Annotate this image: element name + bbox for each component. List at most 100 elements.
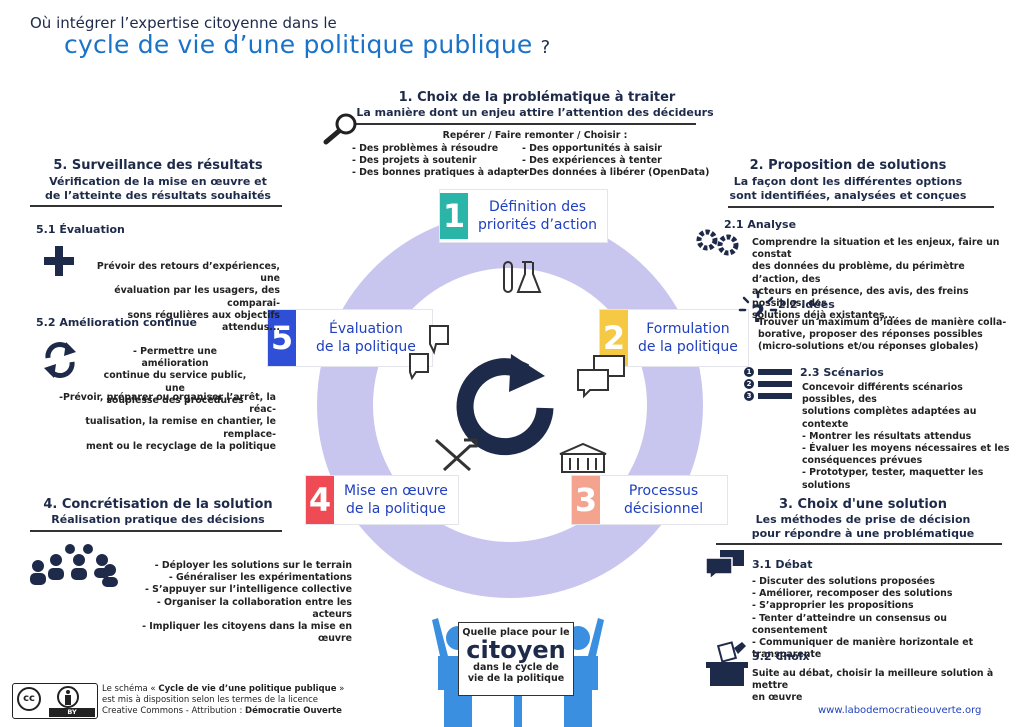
s2-1-line: des données du problème, du périmètre d’… (752, 261, 965, 285)
license-l2: est mis à disposition selon les termes d… (102, 695, 319, 705)
s2-1-line: solutions déjà existantes... (752, 310, 896, 322)
s2-3-line: conséquences prévues (802, 455, 923, 467)
s1-item: - Des expériences à tenter (522, 155, 662, 167)
step-1-label-line1: Définition des (488, 199, 587, 215)
step-5-label-line2: de la politique (316, 339, 416, 355)
s1-subtitle: La manière dont un enjeu attire l’attent… (356, 106, 714, 119)
s5-subtitle: Vérification de la mise en œuvre et de l… (40, 175, 276, 203)
s2-3-title: 2.3 Scénarios (800, 366, 884, 379)
s1-item: - Des problèmes à résoudre (352, 143, 499, 154)
step-3-label-line1: Processus (628, 483, 699, 499)
s5-divider (30, 205, 282, 207)
s5-2-line: continue du service public, une (103, 370, 247, 394)
s2-1-line: acteurs en présence, des avis, des frein… (752, 285, 969, 310)
svg-text:?: ? (751, 300, 765, 326)
s4-line: - Organiser la collaboration entre les a… (156, 596, 352, 620)
lab-flask-icon (503, 261, 542, 293)
step-3-number: 3 (572, 476, 600, 524)
list-num-2: 2 (744, 379, 754, 389)
step-2-box: 2 Formulation de la politique (600, 310, 748, 366)
website-link[interactable]: www.labodemocratieouverte.org (818, 705, 982, 716)
step-1-number: 1 (440, 193, 468, 239)
s2-3-line: - Montrer les résultats attendus (802, 430, 972, 442)
s3-1-line: - Améliorer, recomposer des solutions (752, 588, 953, 600)
s5-1-line: Prévoir des retours d’expériences, une (96, 261, 280, 285)
s3-1-line: - Tenter d’atteindre un consensus ou con… (752, 612, 947, 636)
idea-icon: ? (738, 290, 778, 326)
citizen-line1: dans le cycle de (473, 662, 559, 673)
citizen-line2: vie de la politique (467, 673, 565, 684)
cycle-arrow-icon (456, 354, 554, 456)
s1-item: - Des projets à soutenir (352, 155, 477, 167)
s1-title: 1. Choix de la problématique à traiter (398, 90, 676, 105)
s3-1-line: - Communiquer de manière horizontale et … (752, 637, 974, 661)
building-icon (559, 442, 607, 473)
step-2-label-line2: de la politique (638, 339, 738, 355)
s2-3-line: solutions complètes adaptées au contexte (802, 406, 977, 430)
s1-list-left: - Des problèmes à résoudre - Des projets… (352, 143, 532, 180)
license-text: Le schéma « Cycle de vie d’une politique… (102, 684, 372, 717)
s2-divider (728, 206, 994, 208)
s4-line: - Généraliser les expérimentations (168, 572, 352, 584)
s3-1-line: - Discuter des solutions proposées (752, 576, 935, 587)
s3-1-text: - Discuter des solutions proposées - Amé… (752, 576, 1014, 661)
s5-2-title: 5.2 Amélioration continue (36, 316, 198, 329)
step-1-label: Définition des priorités d’action (468, 198, 607, 234)
s2-2-text: Trouver un maximum d’idées de manière co… (758, 317, 1014, 354)
step-4-label-line1: Mise en œuvre (344, 483, 448, 499)
citizen-sign: Quelle place pour le citoyen dans le cyc… (458, 622, 574, 696)
s2-3-line: - Évaluer les moyens nécessaires et les (802, 443, 1010, 455)
title-line-1: Où intégrer l’expertise citoyenne dans l… (30, 14, 337, 32)
s2-subtitle-line2: sont identifiées, analysées et conçues (729, 189, 967, 202)
s2-2-line: Trouver un maximum d’idées de manière co… (758, 317, 1007, 328)
s3-divider (716, 543, 1002, 545)
step-3-box: 3 Processus décisionnel (572, 476, 728, 524)
s3-2-text: Suite au débat, choisir la meilleure sol… (752, 668, 1014, 705)
license-l3b: Démocratie Ouverte (245, 706, 342, 716)
s3-2-line: Suite au débat, choisir la meilleure sol… (752, 668, 994, 692)
s5-2-line: tualisation, la remise en chantier, le r… (85, 416, 276, 440)
magnifier-icon (323, 113, 357, 145)
s5-2-line: - Permettre une amélioration (132, 346, 218, 370)
s4-title: 4. Concrétisation de la solution (43, 497, 273, 512)
s2-1-text: Comprendre la situation et les enjeux, f… (752, 237, 1014, 322)
s1-item: - Des données à libérer (OpenData) (522, 167, 710, 179)
by-person-icon (57, 686, 79, 708)
gears-icon (696, 229, 739, 256)
s4-line: - Déployer les solutions sur le terrain (154, 560, 352, 571)
step-2-label-line1: Formulation (646, 321, 730, 337)
s3-subtitle-line1: Les méthodes de prise de décision (755, 513, 971, 526)
plus-icon (44, 246, 74, 276)
step-5-label: Évaluation de la politique (296, 320, 432, 356)
s2-title: 2. Proposition de solutions (749, 158, 947, 173)
step-2-label: Formulation de la politique (628, 320, 748, 356)
step-3-label: Processus décisionnel (600, 482, 727, 518)
s2-1-title: 2.1 Analyse (724, 218, 797, 231)
step-1-box: 1 Définition des priorités d’action (440, 190, 608, 242)
step-3-label-line2: décisionnel (624, 501, 704, 517)
s3-subtitle-line2: pour répondre à une problématique (751, 527, 975, 540)
numbered-list-icon: 1 2 3 (744, 367, 794, 401)
s4-line: - S’appuyer sur l’intelligence collectiv… (145, 584, 352, 596)
title-line-2: cycle de vie d’une politique publique (64, 30, 533, 59)
step-4-box: 4 Mise en œuvre de la politique (306, 476, 458, 524)
step-4-label-line2: de la politique (345, 501, 446, 517)
s5-2-text-b: -Prévoir, préparer ou organiser l’arrêt,… (30, 392, 276, 453)
s3-2-title: 3.2 Choix (752, 650, 810, 663)
s5-2-line: ment ou le recyclage de la politique (86, 440, 276, 452)
step-1-label-line2: priorités d’action (478, 217, 598, 233)
s4-text: - Déployer les solutions sur le terrain … (120, 560, 352, 645)
ballot-box-icon (706, 641, 748, 686)
step-5-number: 5 (268, 310, 296, 366)
s5-title: 5. Surveillance des résultats (53, 158, 263, 173)
s5-subtitle-line2: de l’atteinte des résultats souhaités (45, 189, 271, 202)
s2-3-text: Concevoir différents scénarios possibles… (802, 382, 1016, 492)
s1-divider (356, 123, 696, 125)
step-4-number: 4 (306, 476, 334, 524)
s4-subtitle: Réalisation pratique des décisions (51, 513, 265, 526)
s5-subtitle-line1: Vérification de la mise en œuvre et (49, 175, 267, 188)
license-l1c: » (336, 684, 345, 694)
step-5-box: 5 Évaluation de la politique (268, 310, 432, 366)
s5-1-line: sons régulières aux objectifs attendus..… (127, 309, 280, 334)
cc-icon: cc (17, 687, 41, 711)
